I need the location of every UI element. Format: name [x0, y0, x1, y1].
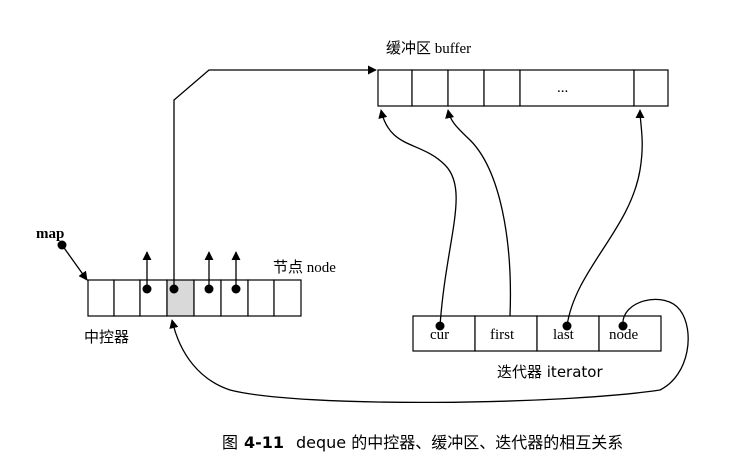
- iterator-field-first: first: [490, 327, 515, 343]
- buffer-cell: [447, 69, 485, 107]
- map-node-cell: [247, 279, 275, 317]
- iterator-cell-node: [598, 315, 662, 352]
- buffer-cell-ellipsis: [519, 69, 635, 107]
- iterator-field-node: node: [609, 327, 639, 343]
- first-to-buffer-arrow: [445, 109, 512, 317]
- buffer-ellipsis: ...: [557, 80, 568, 96]
- map-node-cell: [139, 279, 168, 317]
- iterator-label: 迭代器 iterator: [497, 363, 603, 381]
- buffer: ...: [377, 69, 669, 107]
- buffer-label: 缓冲区 buffer: [386, 40, 471, 57]
- map-node-cell: [87, 279, 115, 317]
- iterator: cur first last node: [412, 315, 662, 352]
- map-node-cell: [113, 279, 141, 317]
- controller-label: 中控器: [84, 328, 129, 346]
- caption-number: 4-11: [244, 433, 284, 452]
- map-node-cell: [273, 279, 302, 317]
- caption-prefix: 图: [222, 433, 238, 452]
- caption: 图 4-11 deque 的中控器、缓冲区、迭代器的相互关系: [222, 433, 623, 452]
- map-pointer-arrow: [61, 244, 88, 281]
- buffer-cell: [411, 69, 449, 107]
- buffer-cell: [377, 69, 413, 107]
- iterator-field-last: last: [553, 327, 575, 343]
- map-label: map: [36, 226, 64, 242]
- map-node-cell-current: [166, 279, 195, 317]
- iterator-field-cur: cur: [430, 327, 449, 343]
- node-to-buffer-arrow: [173, 65, 377, 289]
- iter-node-to-map-arrow: [169, 298, 689, 404]
- buffer-cell: [483, 69, 521, 107]
- last-to-buffer-arrow: [566, 109, 645, 327]
- cur-to-buffer-arrow: [378, 109, 457, 327]
- buffer-cell: [633, 69, 669, 107]
- caption-text: deque 的中控器、缓冲区、迭代器的相互关系: [296, 433, 623, 452]
- iterator-cell-first: [474, 315, 538, 352]
- iterator-cell-cur: [412, 315, 476, 352]
- controller: [87, 279, 302, 317]
- node-label: 节点 node: [273, 259, 336, 276]
